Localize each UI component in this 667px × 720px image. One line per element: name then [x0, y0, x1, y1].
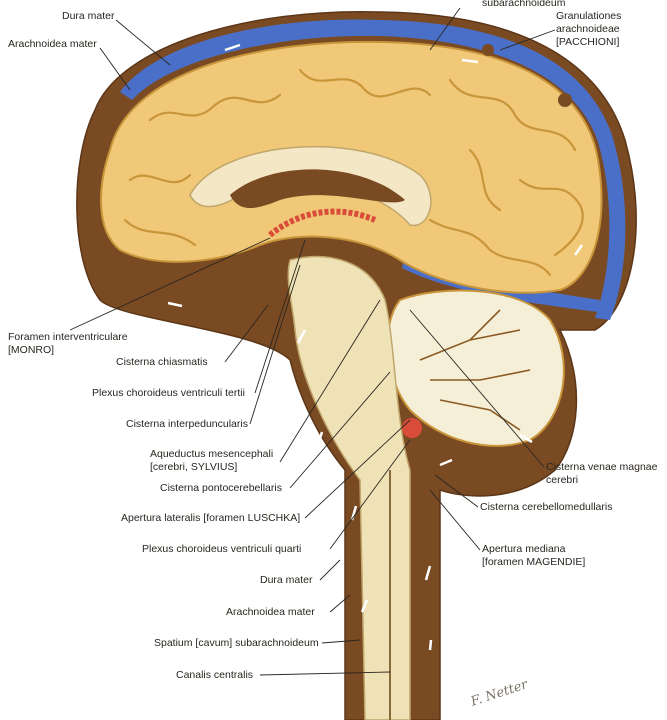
- granulation-1: [482, 44, 494, 56]
- label-foramen-interventriculare-2: [MONRO]: [8, 344, 55, 356]
- label-cisterna-pontocerebellaris: Cisterna pontocerebellaris: [160, 482, 282, 494]
- label-cisterna-chiasmatis: Cisterna chiasmatis: [116, 356, 208, 368]
- label-spatium-subarachnoideum: Spatium [cavum] subarachnoideum: [154, 637, 319, 649]
- label-cisterna-cerebellomedullaris: Cisterna cerebellomedullaris: [480, 501, 613, 513]
- label-apertura-lateralis: Apertura lateralis [foramen LUSCHKA]: [121, 512, 301, 524]
- label-aqueductus-1: Aqueductus mesencephali: [150, 448, 274, 460]
- arbor-vitae: [419, 309, 531, 431]
- label-cisterna-venae-magnae-2: cerebri: [546, 474, 579, 486]
- label-apertura-mediana-1: Apertura mediana: [482, 543, 566, 555]
- lateral-ventricle: [230, 169, 405, 209]
- label-subarachnoideum-top: subarachnoideum: [482, 0, 566, 9]
- choroid-plexus-fourth: [402, 418, 422, 438]
- label-apertura-mediana-2: [foramen MAGENDIE]: [482, 556, 586, 568]
- label-arachnoidea-mater-top: Arachnoidea mater: [8, 38, 97, 50]
- label-cisterna-venae-magnae-1: Cisterna venae magnae: [546, 461, 658, 473]
- granulation-2: [558, 93, 572, 107]
- label-canalis-centralis: Canalis centralis: [176, 669, 254, 681]
- cerebral-gyri: [123, 68, 584, 277]
- label-granulationes-3: [PACCHIONI]: [556, 36, 620, 48]
- label-granulationes-2: arachnoideae: [556, 23, 620, 35]
- label-dura-mater-top: Dura mater: [62, 10, 115, 22]
- label-aqueductus-2: [cerebri, SYLVIUS]: [150, 461, 238, 473]
- label-dura-mater-bottom: Dura mater: [260, 574, 313, 586]
- label-cisterna-interpeduncularis: Cisterna interpeduncularis: [126, 418, 248, 430]
- label-granulationes-1: Granulationes: [556, 10, 622, 22]
- leader-lines: [69, 7, 556, 676]
- label-arachnoidea-mater-bottom: Arachnoidea mater: [226, 606, 315, 618]
- label-foramen-interventriculare-1: Foramen interventriculare: [8, 331, 128, 343]
- choroid-plexus-third: [268, 208, 377, 238]
- label-plexus-choroideus-tertii: Plexus choroideus ventriculi tertii: [92, 387, 245, 399]
- label-plexus-choroideus-quarti: Plexus choroideus ventriculi quarti: [142, 543, 302, 555]
- brainstem-spinal-cord: [287, 255, 411, 720]
